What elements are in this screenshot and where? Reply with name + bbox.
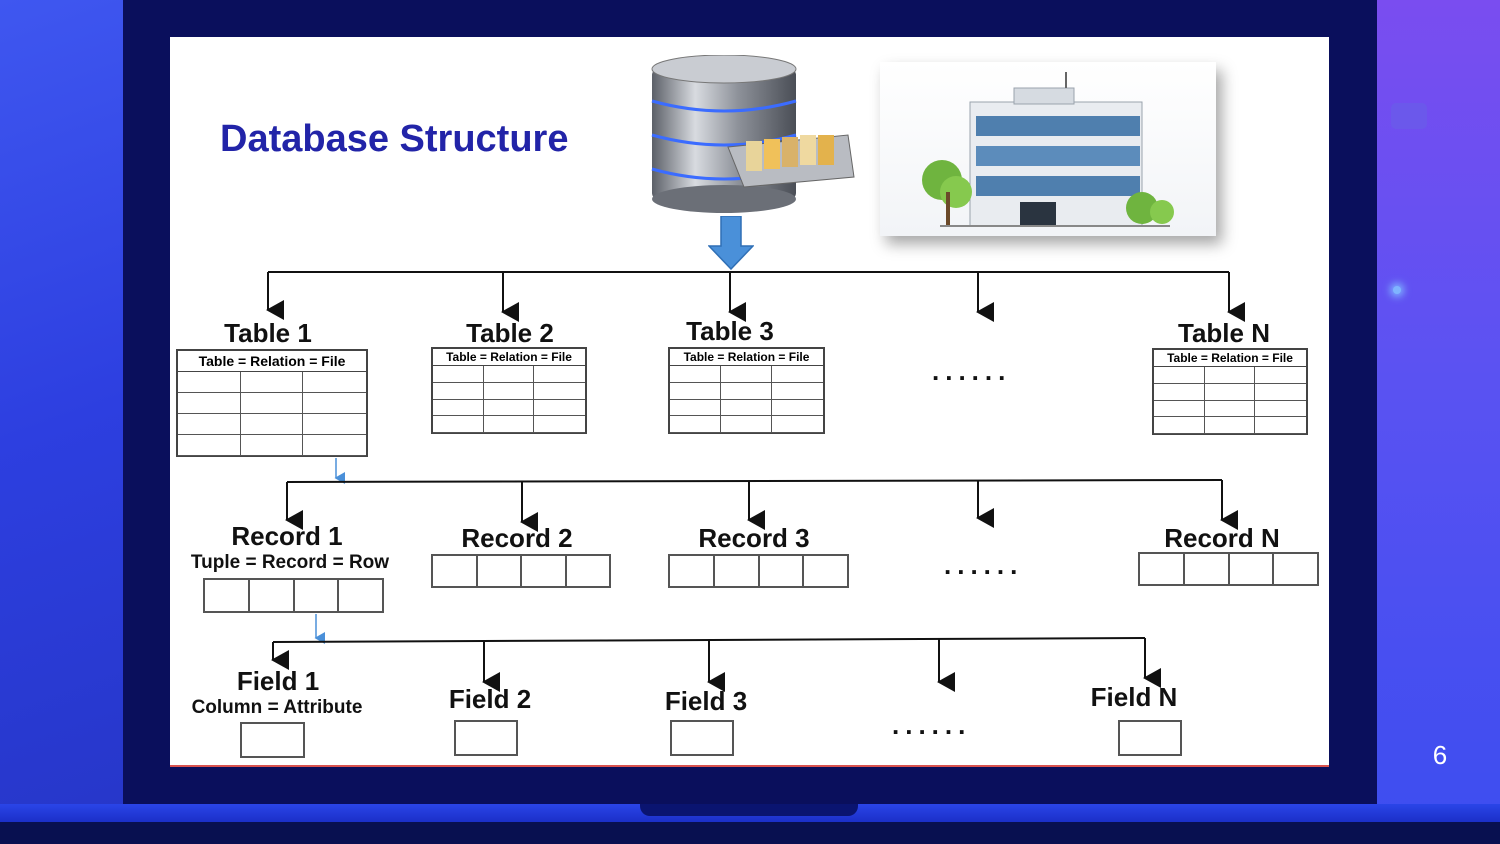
slide-number: 6 <box>1432 740 1448 770</box>
office-building-icon <box>922 72 1174 227</box>
record-n-cells <box>1138 552 1319 586</box>
record-1-subtitle: Tuple = Record = Row <box>190 552 390 573</box>
field-1-label: Field 1 <box>236 666 320 696</box>
table-1-grid: Table = Relation = File <box>176 349 368 457</box>
field-3-box <box>670 720 734 756</box>
table-3-label: Table 3 <box>686 316 774 346</box>
field-n-label: Field N <box>1090 682 1178 712</box>
chat-bubble-icon <box>1391 103 1427 129</box>
table-3-grid: Table = Relation = File <box>668 347 825 434</box>
table-2-caption: Table = Relation = File <box>433 349 585 366</box>
field-ellipsis: ...... <box>892 710 972 740</box>
record-n-label: Record N <box>1164 523 1280 553</box>
field-2-label: Field 2 <box>448 684 532 714</box>
record-2-label: Record 2 <box>461 523 573 553</box>
table-1-label: Table 1 <box>224 318 312 348</box>
glow-dot-icon <box>1393 286 1401 294</box>
record-2-cells <box>431 554 611 588</box>
field-n-box <box>1118 720 1182 756</box>
table-ellipsis: ...... <box>932 356 1012 386</box>
table-n-caption: Table = Relation = File <box>1154 350 1306 367</box>
down-arrow-icon <box>708 216 754 270</box>
table-n-label: Table N <box>1178 318 1270 348</box>
record-1-label: Record 1 <box>231 521 343 551</box>
record-3-label: Record 3 <box>698 523 810 553</box>
table-n-grid: Table = Relation = File <box>1152 348 1308 435</box>
field-2-box <box>454 720 518 756</box>
table-2-grid: Table = Relation = File <box>431 347 587 434</box>
table-1-caption: Table = Relation = File <box>178 351 366 372</box>
table-2-label: Table 2 <box>466 318 554 348</box>
record-1-cells <box>203 578 384 613</box>
field-1-subtitle: Column = Attribute <box>191 697 363 718</box>
field-1-box <box>240 722 305 758</box>
frame-top-bezel <box>123 0 1377 36</box>
laptop-notch <box>640 804 858 816</box>
office-building-image <box>880 62 1216 236</box>
field-3-label: Field 3 <box>664 686 748 716</box>
record-3-cells <box>668 554 849 588</box>
record-ellipsis: ...... <box>944 550 1024 580</box>
database-server-icon <box>651 55 855 213</box>
frame-left-panel <box>0 0 123 844</box>
table-3-caption: Table = Relation = File <box>670 349 823 366</box>
frame-right-panel <box>1377 0 1500 844</box>
slide-title: Database Structure <box>220 118 569 160</box>
